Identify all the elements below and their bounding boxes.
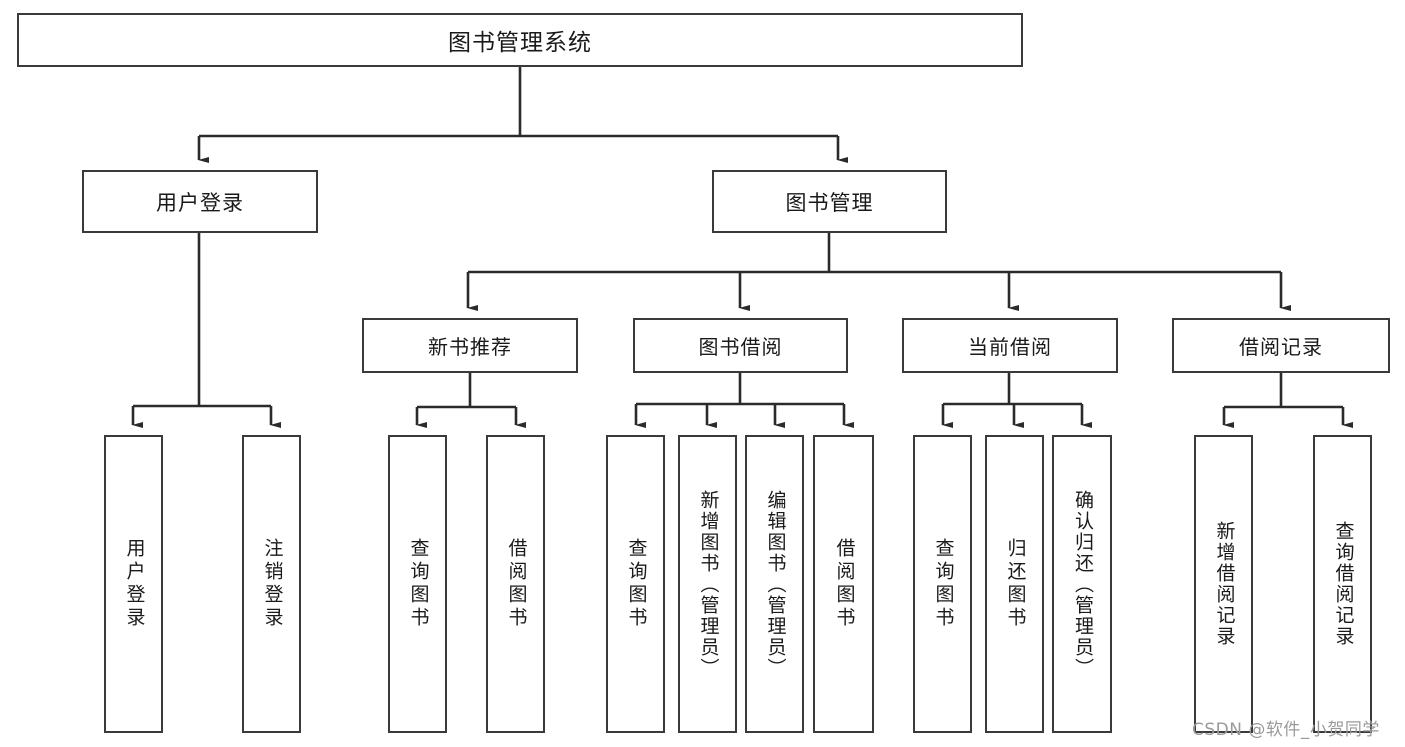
- leaf-edit-book-admin[interactable]: 编辑图书（管理员）: [745, 435, 804, 733]
- node-borrow-record-label: 借阅记录: [1239, 335, 1323, 359]
- node-current-borrow-label: 当前借阅: [968, 335, 1052, 359]
- leaf-borrow-book-recommend-label: 借阅图书: [505, 538, 528, 630]
- leaf-borrow-book-label: 借阅图书: [833, 538, 856, 630]
- node-book-borrow-label: 图书借阅: [698, 335, 783, 359]
- leaf-query-book-borrow[interactable]: 查询图书: [606, 435, 665, 733]
- leaf-query-borrow-record-label: 查询借阅记录: [1332, 521, 1355, 647]
- node-new-book-recommend-label: 新书推荐: [428, 335, 512, 359]
- leaf-add-borrow-record-label: 新增借阅记录: [1213, 521, 1236, 647]
- leaf-query-borrow-record[interactable]: 查询借阅记录: [1313, 435, 1372, 733]
- node-root[interactable]: 图书管理系统: [17, 13, 1023, 67]
- watermark: CSDN @软件_小贺同学: [1192, 720, 1380, 740]
- leaf-borrow-book-recommend[interactable]: 借阅图书: [486, 435, 545, 733]
- leaf-user-login[interactable]: 用户登录: [104, 435, 163, 733]
- leaf-query-book-current-label: 查询图书: [932, 538, 955, 630]
- node-book-management-label: 图书管理: [785, 190, 874, 215]
- node-new-book-recommend[interactable]: 新书推荐: [362, 318, 578, 373]
- leaf-edit-book-admin-label: 编辑图书（管理员）: [764, 489, 787, 679]
- node-user-login-label: 用户登录: [156, 190, 244, 215]
- leaf-user-login-label: 用户登录: [123, 538, 146, 630]
- node-borrow-record[interactable]: 借阅记录: [1172, 318, 1390, 373]
- node-user-login[interactable]: 用户登录: [82, 170, 318, 233]
- node-root-label: 图书管理系统: [448, 30, 592, 56]
- leaf-query-book-current[interactable]: 查询图书: [913, 435, 972, 733]
- leaf-confirm-return-admin[interactable]: 确认归还（管理员）: [1052, 435, 1112, 733]
- leaf-add-borrow-record[interactable]: 新增借阅记录: [1194, 435, 1253, 733]
- leaf-user-logout-label: 注销登录: [261, 538, 284, 630]
- node-book-management[interactable]: 图书管理: [712, 170, 947, 233]
- node-current-borrow[interactable]: 当前借阅: [902, 318, 1118, 373]
- leaf-return-book-label: 归还图书: [1004, 538, 1027, 630]
- node-book-borrow[interactable]: 图书借阅: [633, 318, 848, 373]
- leaf-add-book-admin-label: 新增图书（管理员）: [697, 489, 720, 679]
- leaf-confirm-return-admin-label: 确认归还（管理员）: [1071, 489, 1094, 679]
- leaf-add-book-admin[interactable]: 新增图书（管理员）: [678, 435, 737, 733]
- leaf-query-book-borrow-label: 查询图书: [625, 538, 648, 630]
- leaf-query-book-recommend[interactable]: 查询图书: [388, 435, 447, 733]
- leaf-user-logout[interactable]: 注销登录: [242, 435, 301, 733]
- leaf-return-book[interactable]: 归还图书: [985, 435, 1044, 733]
- leaf-query-book-recommend-label: 查询图书: [407, 538, 430, 630]
- leaf-borrow-book[interactable]: 借阅图书: [813, 435, 874, 733]
